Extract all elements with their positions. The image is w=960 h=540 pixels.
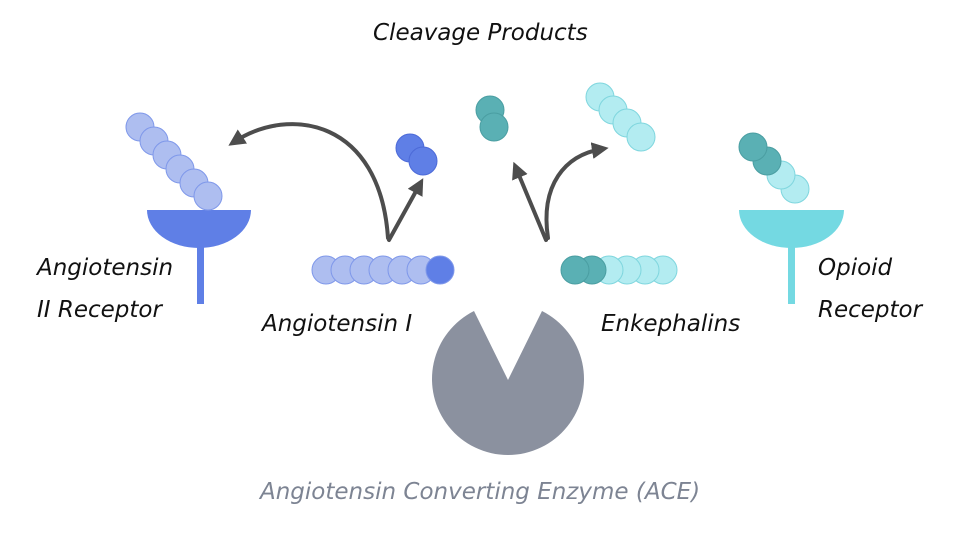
opioid-receptor-stem: [788, 246, 795, 304]
at2-receptor-cup: [147, 210, 251, 248]
ace-enzyme: [432, 311, 585, 455]
peptide-bead-cleaved: [425, 255, 455, 285]
enkephalin-fragment-product: [585, 82, 656, 152]
enkephalin-dipeptide-product: [475, 95, 509, 142]
angiotensin-ii-receptor-label-line1: Angiotensin: [37, 255, 174, 281]
angiotensin-ii-receptor: [147, 210, 251, 304]
peptide-bead-cleaved: [560, 255, 590, 285]
enkephalins-label: Enkephalins: [601, 311, 741, 337]
arrow-to-angiotensin-ii: [228, 122, 390, 240]
opioid-receptor-label-line1: Opioid: [818, 255, 893, 281]
enkephalin-chain: [560, 255, 678, 285]
peptide-bead: [193, 181, 223, 211]
at2-receptor-stem: [197, 246, 204, 304]
arrow-to-enkephalin-fragment: [544, 142, 609, 240]
peptide-bead: [479, 112, 509, 142]
cleavage-products-label: Cleavage Products: [373, 20, 588, 46]
reaction-arrows: [228, 122, 609, 242]
angiotensin-dipeptide-product: [395, 133, 438, 176]
opioid-bound-enkephalin: [738, 132, 810, 204]
peptide-bead-cleaved: [738, 132, 768, 162]
angiotensin-ii-chain: [125, 112, 223, 211]
arrow-to-angiotensin-dipeptide: [387, 178, 424, 242]
arrow-to-enkephalin-dipeptide: [512, 161, 548, 242]
peptide-bead: [408, 146, 438, 176]
ace-label: Angiotensin Converting Enzyme (ACE): [260, 479, 701, 505]
angiotensin-i-chain: [311, 255, 455, 285]
angiotensin-ii-receptor-label-line2: II Receptor: [37, 297, 162, 323]
opioid-receptor-label-line2: Receptor: [818, 297, 923, 323]
opioid-receptor: [739, 210, 844, 304]
opioid-receptor-cup: [739, 210, 844, 248]
peptide-bead: [626, 122, 656, 152]
angiotensin-i-label: Angiotensin I: [262, 311, 413, 337]
